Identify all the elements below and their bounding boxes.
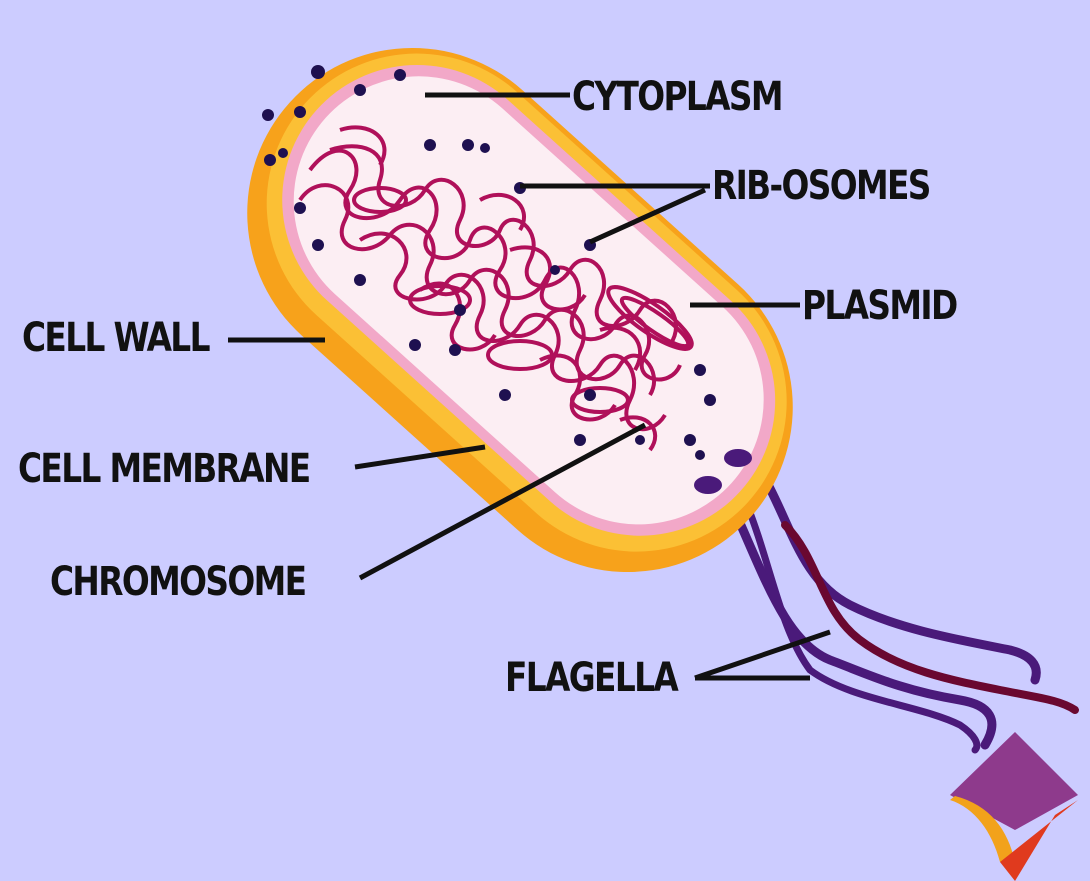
- label-chromosome: CHROMOSOME: [50, 562, 305, 602]
- label-cell-wall: CELL WALL: [22, 318, 209, 358]
- label-ribosomes: RIB-OSOMES: [712, 166, 930, 206]
- label-flagella: FLAGELLA: [505, 658, 677, 698]
- label-cytoplasm: CYTOPLASM: [572, 77, 782, 117]
- label-plasmid: PLASMID: [802, 286, 957, 326]
- label-cell-membrane: CELL MEMBRANE: [18, 449, 310, 489]
